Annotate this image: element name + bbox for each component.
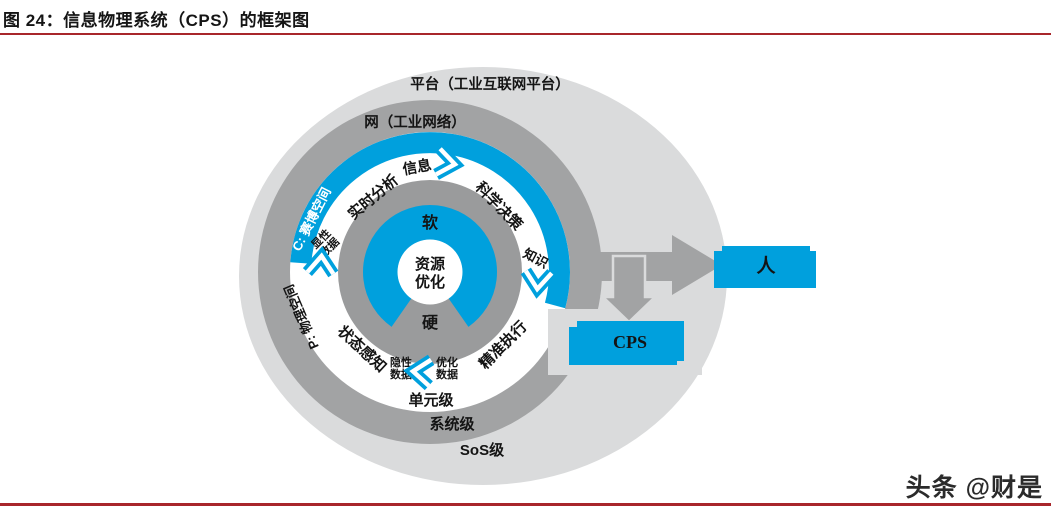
svg-text:数据: 数据 [436, 367, 458, 381]
chevron-data-icon [403, 354, 435, 391]
core-center-circle [397, 239, 463, 305]
bottom-rule [0, 503, 1051, 506]
system-level-label: 系统级 [429, 415, 475, 433]
svg-text:隐性: 隐性 [390, 355, 412, 369]
unit-level-label: 单元级 [408, 391, 454, 409]
core-label-line2: 优化 [415, 273, 445, 291]
arrow-to-cps [599, 254, 659, 324]
human-box-front [722, 246, 810, 283]
core-label-line1: 资源 [415, 255, 445, 273]
core-blue-arc [363, 205, 497, 327]
watermark: 头条 @财是 [905, 474, 1043, 502]
hard-label: 硬 [422, 314, 439, 332]
network-label: 网（工业网络） [364, 113, 466, 131]
title-underline [0, 33, 1051, 35]
figure-title: 图 24：信息物理系统（CPS）的框架图 [3, 11, 310, 30]
cps-label: CPS [613, 332, 647, 352]
svg-text:优化: 优化 [436, 355, 458, 369]
platform-label: 平台（工业互联网平台） [410, 75, 570, 93]
information-label: 信息 [401, 156, 433, 179]
soft-label: 软 [422, 213, 438, 232]
cps-box-front [577, 321, 684, 361]
sos-level-label: SoS级 [460, 441, 505, 459]
human-box: 人 [714, 246, 816, 288]
cyber-blue-arc [290, 132, 570, 309]
chevron-explicit-icon [302, 246, 339, 278]
cps-box: CPS [569, 321, 684, 365]
optimized-data-label: 优化 数据 [436, 355, 458, 381]
chevron-knowledge-icon [520, 267, 557, 299]
human-label: 人 [756, 255, 776, 277]
chevron-information-icon [433, 144, 465, 180]
